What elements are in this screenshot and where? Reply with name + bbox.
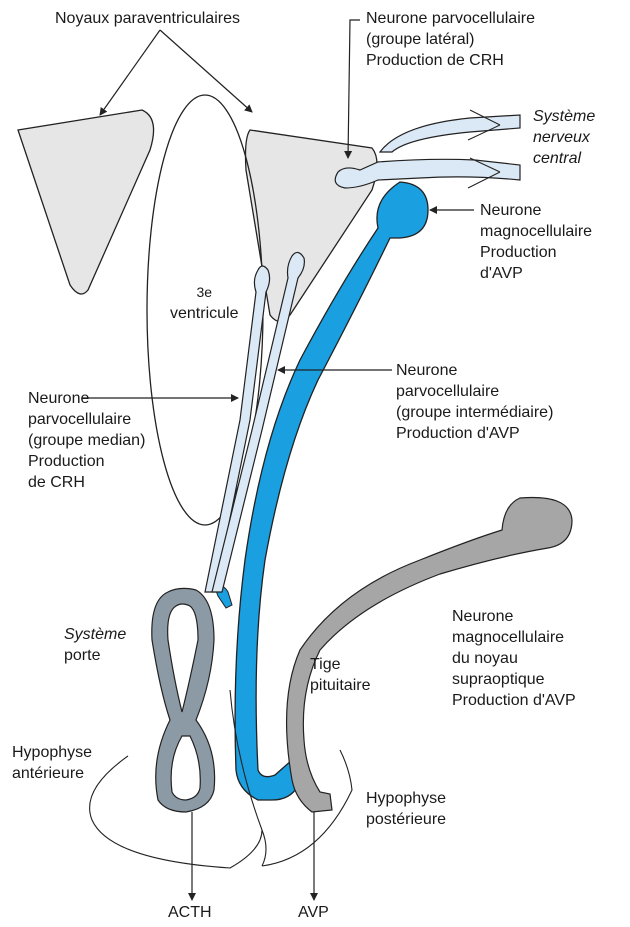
label-magno-avp: Neurone magnocellulaire Production d'AVP: [480, 200, 592, 284]
paraventricular-nucleus-left: [18, 110, 154, 294]
leader-paraventricular-right: [160, 30, 252, 112]
cns-fibre-upper: [380, 115, 520, 152]
label-avp: AVP: [298, 902, 329, 923]
label-parvo-lateral: Neurone parvocellulaire (groupe latéral)…: [366, 8, 535, 71]
label-hypophyse-anterieure: Hypophyse antérieure: [12, 742, 92, 784]
label-parvo-median: Neurone parvocellulaire (groupe median) …: [28, 388, 145, 493]
label-noyaux-paraventriculaires: Noyaux paraventriculaires: [55, 8, 240, 29]
label-hypophyse-posterieure: Hypophyse postérieure: [366, 788, 446, 830]
label-third-ventricle: 3e ventricule: [170, 282, 238, 324]
label-systeme-porte: Système porte: [64, 624, 126, 666]
leader-lateral-parvo: [348, 20, 360, 158]
leader-paraventricular-left: [100, 30, 160, 115]
label-acth: ACTH: [168, 902, 212, 923]
label-magno-supraoptique: Neurone magnocellulaire du noyau supraop…: [452, 606, 576, 711]
label-tige-pituitaire: Tige pituitaire: [310, 654, 370, 696]
label-parvo-intermediaire: Neurone parvocellulaire (groupe interméd…: [396, 360, 553, 444]
label-systeme-nerveux-central: Système nerveux central: [533, 106, 595, 169]
portal-system: [152, 588, 215, 812]
